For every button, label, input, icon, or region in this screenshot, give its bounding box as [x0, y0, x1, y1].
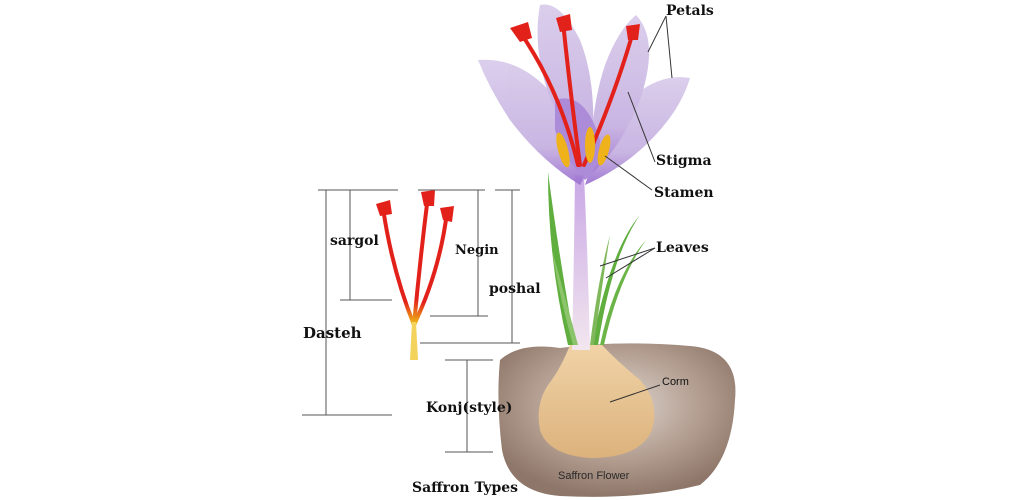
flower-callouts	[599, 15, 673, 403]
types-strands	[381, 194, 449, 327]
types-strand-base	[410, 322, 418, 360]
petals-group	[478, 4, 690, 185]
label-konj-style: Konj(style)	[426, 400, 513, 416]
flower-stem	[572, 175, 590, 350]
stigma-tips	[510, 14, 640, 42]
label-sargol: sargol	[330, 233, 379, 249]
corm-bulb	[538, 345, 655, 458]
leaves-group	[548, 172, 646, 345]
stamens	[556, 127, 611, 168]
label-petals: Petals	[666, 3, 714, 19]
caption-saffron-types: Saffron Types	[412, 480, 519, 496]
label-negin: Negin	[455, 243, 499, 258]
label-corm: Corm	[662, 376, 689, 388]
label-stamen: Stamen	[654, 185, 714, 201]
dimension-lines	[302, 189, 520, 453]
label-dasteh: Dasteh	[303, 324, 362, 342]
types-strand-tips	[376, 190, 454, 222]
label-stigma: Stigma	[656, 153, 712, 169]
label-poshal: poshal	[489, 281, 541, 297]
label-leaves: Leaves	[656, 240, 709, 256]
caption-saffron-flower: Saffron Flower	[558, 470, 630, 482]
